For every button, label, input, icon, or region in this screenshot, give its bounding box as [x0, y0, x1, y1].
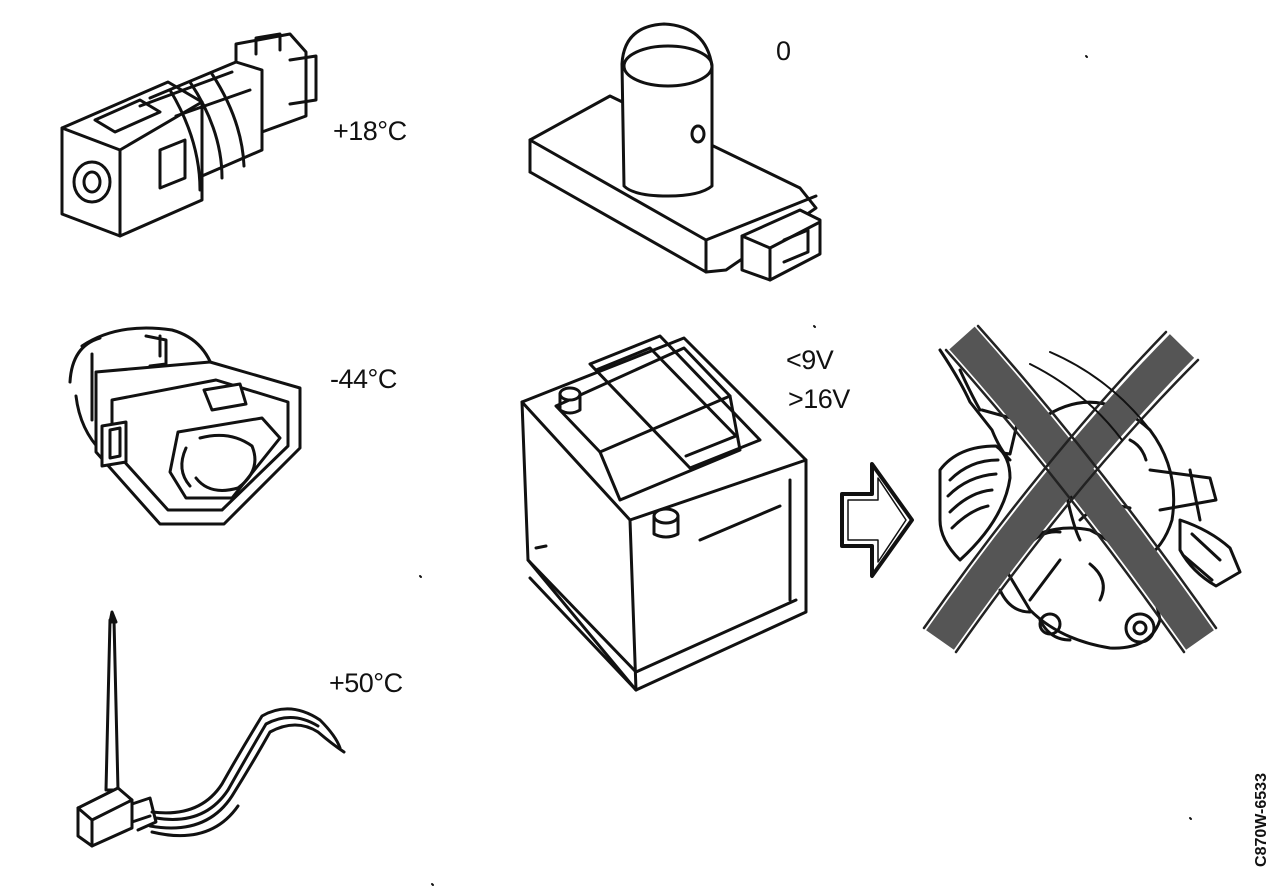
label-temp-minus-44: -44°C [330, 364, 397, 394]
arrow-right-icon [840, 462, 914, 578]
label-zero: 0 [776, 36, 791, 66]
crossed-out-motor-icon [922, 324, 1242, 654]
speck-marks [419, 55, 1192, 886]
label-temp-plus-50: +50°C [329, 668, 403, 698]
sensor-connector-icon [60, 32, 318, 238]
control-module-icon [528, 22, 822, 282]
label-voltage-low: <9V [786, 345, 834, 375]
label-voltage-high: >16V [788, 384, 850, 414]
label-temp-plus-18: +18°C [333, 116, 407, 146]
figure-code: C870W-6533 [1253, 773, 1270, 867]
probe-sensor-icon [76, 610, 346, 848]
battery-icon [520, 334, 808, 692]
connector-plug-icon [68, 326, 302, 526]
